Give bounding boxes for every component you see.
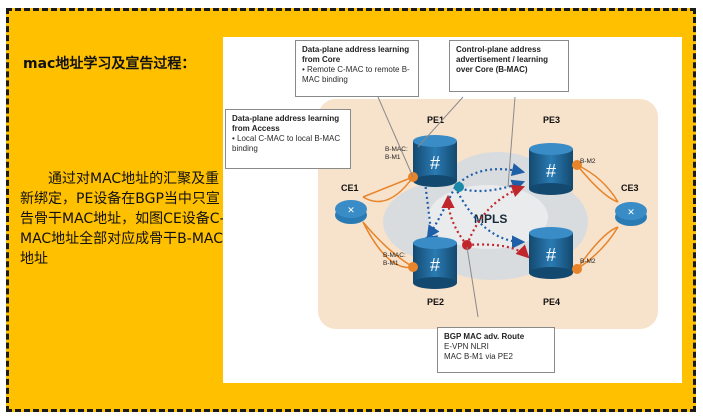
callout-access-dataplane-text: • Local C-MAC to local B-MAC binding [232, 134, 341, 153]
router-pe2: # [408, 237, 457, 289]
callout-bgp-route-title: BGP MAC adv. Route [444, 332, 525, 341]
callout-core-dataplane-title: Data-plane address learning from Core [302, 45, 410, 64]
router-ce3: ✕ [615, 202, 647, 226]
svg-text:#: # [430, 255, 440, 275]
svg-text:✕: ✕ [627, 207, 635, 217]
pe2-label: PE2 [427, 297, 444, 307]
pe2-bmac-label: B-MAC:B-M1 [383, 252, 406, 267]
ce3-label: CE3 [621, 183, 639, 193]
callout-bgp-route: BGP MAC adv. Route E-VPN NLRI MAC B-M1 v… [437, 327, 555, 373]
slide-body-text: 通过对MAC地址的汇聚及重新绑定，PE设备在BGP当中只宣告骨干MAC地址，如图… [20, 171, 225, 267]
svg-text:#: # [430, 153, 440, 173]
pe1-bmac-label: B-MAC:B-M1 [385, 146, 408, 161]
callout-bgp-route-line1: E-VPN NLRI [444, 342, 489, 351]
pe3-label: PE3 [543, 115, 560, 125]
callout-control-plane: Control-plane address advertisement / le… [449, 40, 569, 92]
router-ce1: ✕ [335, 200, 367, 224]
svg-text:#: # [546, 245, 556, 265]
callout-pointers [377, 96, 516, 318]
router-pe4: # [529, 227, 582, 279]
slide-heading: mac地址学习及宣告过程： [23, 56, 196, 72]
callout-access-dataplane-title: Data-plane address learning from Access [232, 114, 340, 133]
blue-origin-dot [454, 182, 464, 192]
pe3-bmac-label: B-M2 [580, 158, 596, 165]
mpls-label: MPLS [474, 212, 507, 226]
callout-bgp-route-line2: MAC B-M1 via PE2 [444, 352, 513, 361]
pe4-label: PE4 [543, 297, 560, 307]
router-pe1: # [408, 135, 457, 187]
router-pe3: # [529, 143, 582, 195]
svg-text:✕: ✕ [347, 205, 355, 215]
callout-control-plane-title: Control-plane address advertisement / le… [456, 45, 549, 74]
svg-text:#: # [546, 161, 556, 181]
diagram-figure: MPLS # [223, 37, 682, 383]
pe4-bmac-label: B-M2 [580, 258, 596, 265]
network-diagram: MPLS # [318, 96, 658, 329]
callout-access-dataplane: Data-plane address learning from Access … [225, 109, 351, 169]
ce1-label: CE1 [341, 183, 359, 193]
callout-core-dataplane: Data-plane address learning from Core • … [295, 40, 419, 97]
red-origin-dot [462, 240, 472, 250]
pe1-label: PE1 [427, 115, 444, 125]
callout-core-dataplane-text: • Remote C-MAC to remote B-MAC binding [302, 65, 410, 84]
